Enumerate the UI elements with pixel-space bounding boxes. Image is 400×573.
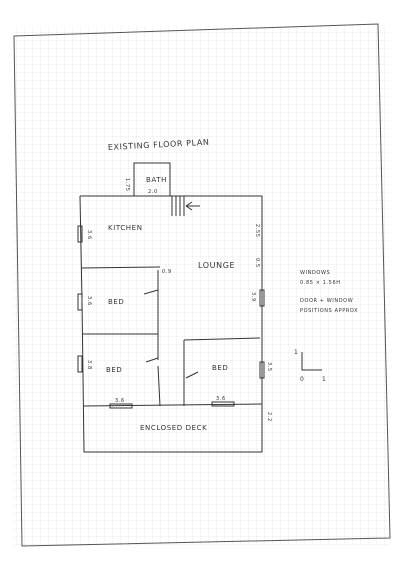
room-label-lounge: LOUNGE xyxy=(198,261,235,270)
kitchen-bed1-wall xyxy=(81,266,161,269)
bed3-north-wall xyxy=(183,337,261,341)
bed2-window xyxy=(77,355,83,373)
scale-label-x: 1 xyxy=(322,376,326,383)
room-label-bed-1: BED xyxy=(108,298,124,306)
dim-deck-depth: 2.2 xyxy=(266,412,272,422)
graph-paper xyxy=(14,26,390,546)
lounge-window xyxy=(259,289,265,307)
note-windows-size: 0.85 × 1.56H xyxy=(300,280,341,286)
bed2-door xyxy=(145,357,159,363)
bed3-window xyxy=(259,361,265,379)
outer-wall xyxy=(80,195,263,453)
stairs xyxy=(171,196,185,216)
room-label-bed-3: BED xyxy=(212,364,228,372)
dim-lounge-mid: 0.5 xyxy=(254,258,260,268)
dim-lounge-upper: 2.55 xyxy=(254,224,260,238)
dim-bed1-window: 3.6 xyxy=(86,296,92,306)
sheet-border xyxy=(13,23,391,547)
bed2-east-wall xyxy=(157,365,161,407)
kitchen-window xyxy=(77,225,83,243)
dim-bath-height: 1.75 xyxy=(124,178,130,192)
deck-wall xyxy=(83,403,263,407)
dim-bath-width: 2.0 xyxy=(148,189,158,195)
dim-bed3-bottom: 3.6 xyxy=(216,396,226,402)
room-label-bath: BATH xyxy=(146,176,167,184)
scale-label-origin: 0 xyxy=(300,376,304,383)
scale-axes xyxy=(301,352,322,371)
room-label-deck: ENCLOSED DECK xyxy=(140,424,207,432)
walls xyxy=(77,162,322,453)
bed3-door xyxy=(185,371,199,379)
dim-door-gap: 0.9 xyxy=(162,269,172,275)
bed1-door xyxy=(143,289,159,295)
room-label-kitchen: KITCHEN xyxy=(108,224,143,232)
entry-arrow-icon xyxy=(185,201,200,211)
dim-bed2-window: 3.8 xyxy=(86,360,92,370)
dim-bed3-right: 3.5 xyxy=(266,362,272,372)
bed2-south-window xyxy=(109,403,133,409)
bed3-south-window xyxy=(211,401,235,407)
dim-lounge-right: 3.9 xyxy=(250,292,256,302)
dim-bed2-bottom: 3.6 xyxy=(115,398,125,404)
note-door-window-2: POSITIONS APPROX xyxy=(300,308,358,314)
scale-label-y: 1 xyxy=(294,349,298,356)
note-windows-label: WINDOWS xyxy=(300,270,330,276)
dim-kitchen-window: 3.6 xyxy=(86,230,92,240)
outer-wall-west xyxy=(79,195,83,301)
note-door-window-1: DOOR + WINDOW xyxy=(300,298,353,304)
bed1-window xyxy=(77,293,83,311)
room-label-bed-2: BED xyxy=(106,366,122,374)
